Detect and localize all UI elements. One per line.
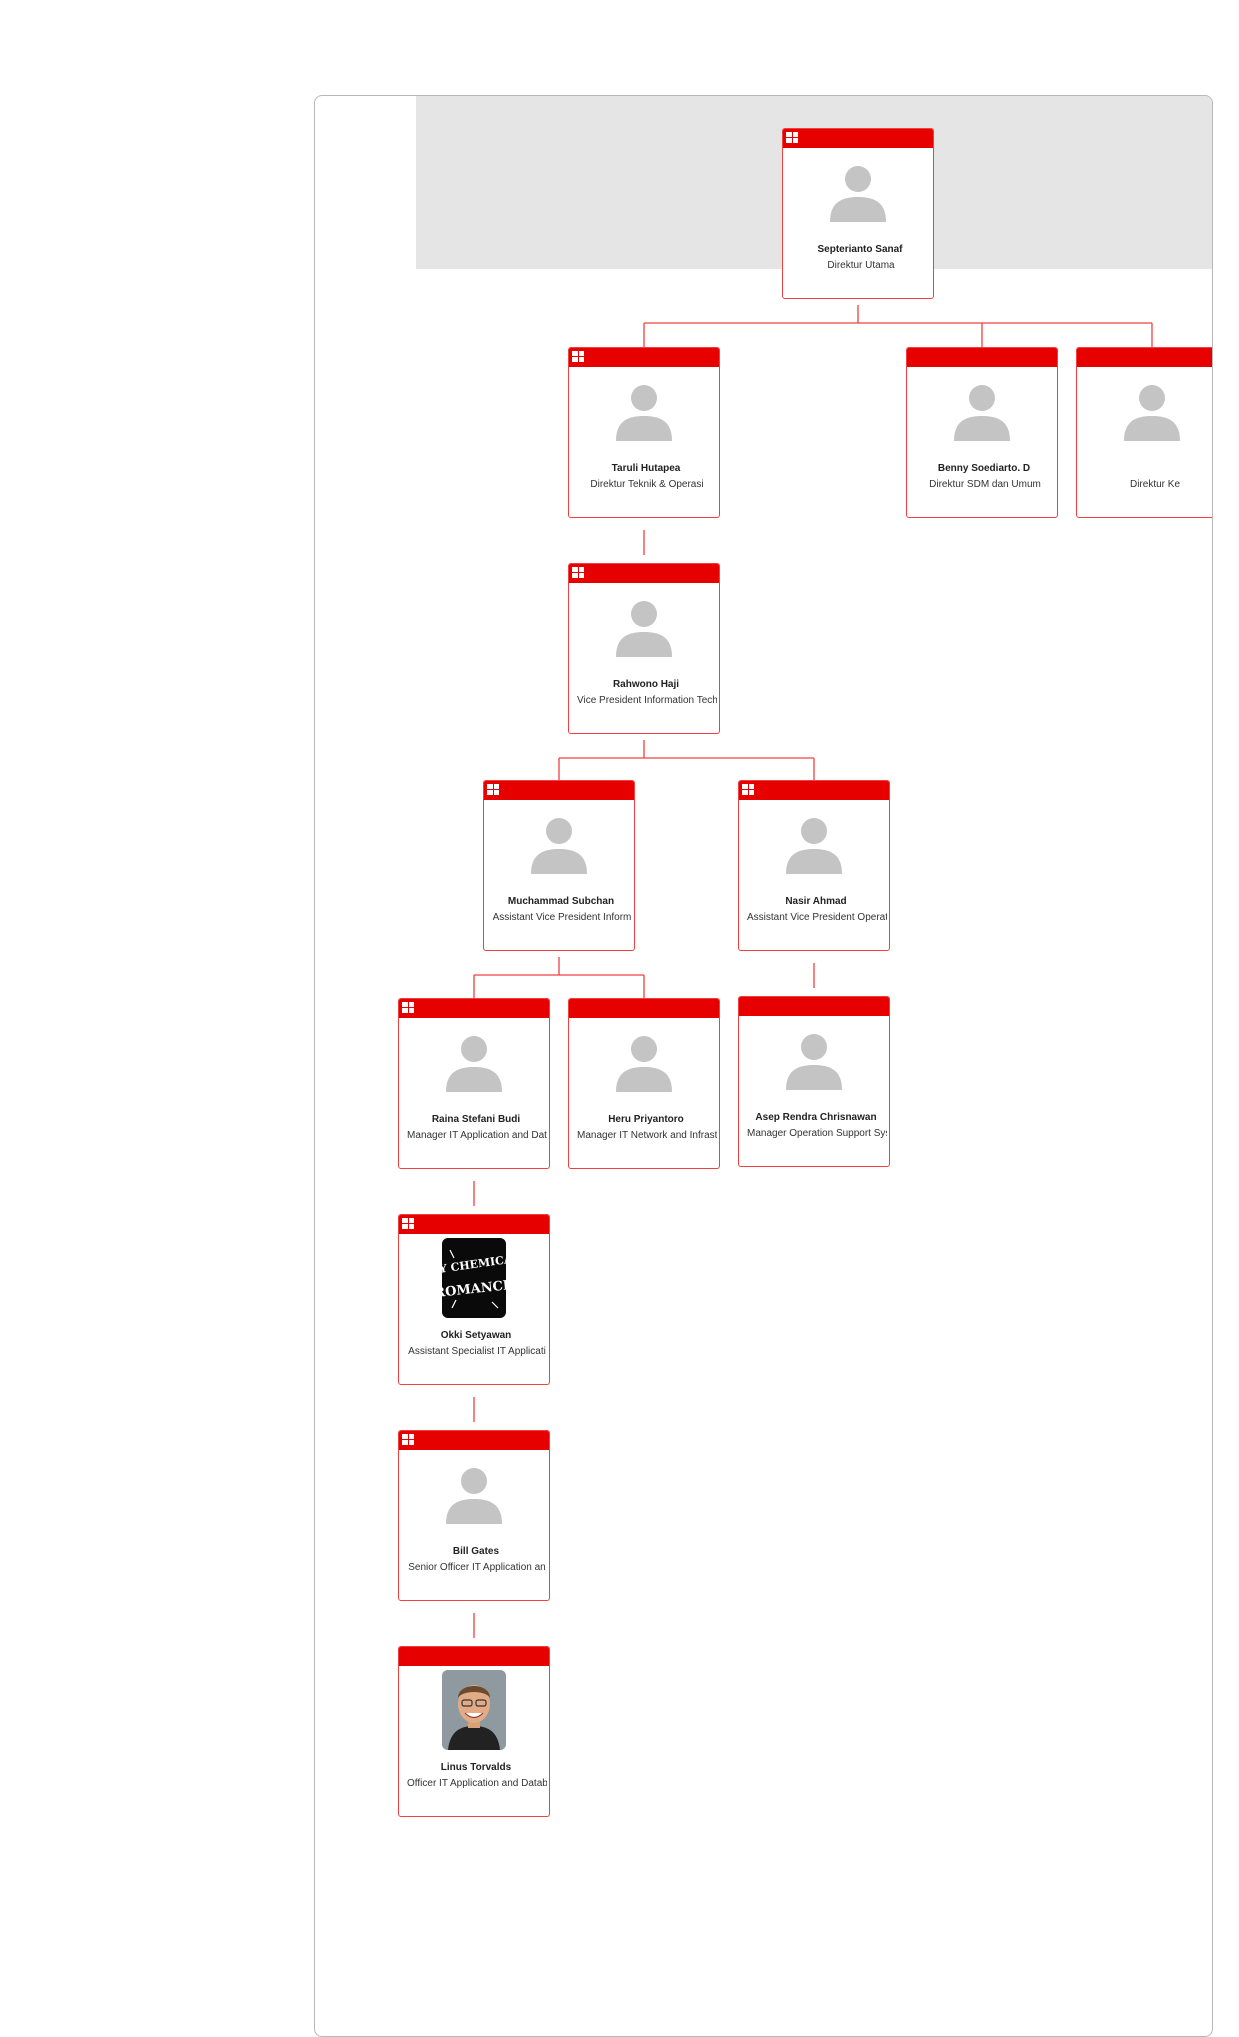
node-header-bar [399, 1647, 549, 1666]
org-node-direktur-ke[interactable]: Direktur Ke [1076, 347, 1212, 518]
connector-lines [473, 305, 1153, 1638]
node-name: Raina Stefani Budi [431, 1114, 521, 1125]
node-header-bar [399, 1215, 549, 1234]
expand-grid-icon[interactable] [402, 1002, 414, 1013]
node-title: Manager IT Network and Infrast [577, 1130, 717, 1141]
svg-text:ROMANCE: ROMANCE [442, 1278, 506, 1301]
node-header-bar [907, 348, 1057, 367]
node-title: Senior Officer IT Application an [408, 1562, 546, 1573]
expand-grid-icon[interactable] [572, 567, 584, 578]
node-header-bar [569, 348, 719, 367]
portrait-photo [442, 1670, 506, 1750]
node-title: Direktur SDM dan Umum [929, 479, 1041, 490]
node-name: Linus Torvalds [440, 1762, 512, 1773]
node-title: Assistant Vice President Inform [492, 912, 632, 923]
user-placeholder-icon [616, 385, 672, 441]
node-title: Assistant Specialist IT Applicati [408, 1346, 546, 1357]
node-name: Bill Gates [452, 1546, 500, 1557]
org-node-benny[interactable]: Benny Soediarto. D Direktur SDM dan Umum [906, 347, 1058, 518]
expand-grid-icon[interactable] [786, 132, 798, 143]
node-name: Asep Rendra Chrisnawan [755, 1112, 877, 1123]
node-header-bar [569, 564, 719, 583]
user-placeholder-icon [786, 1034, 842, 1090]
node-header-bar [569, 999, 719, 1018]
node-title: Manager Operation Support Sys [747, 1128, 887, 1139]
node-header-bar [399, 1431, 549, 1450]
band-logo-photo: MY CHEMICAL ROMANCE [442, 1238, 506, 1318]
expand-grid-icon[interactable] [572, 351, 584, 362]
node-header-bar [484, 781, 634, 800]
user-placeholder-icon [954, 385, 1010, 441]
node-header-bar [399, 999, 549, 1018]
node-name: Heru Priyantoro [608, 1114, 684, 1125]
node-title: Vice President Information Tech [577, 695, 717, 706]
node-header-bar [1077, 348, 1212, 367]
user-placeholder-icon [616, 601, 672, 657]
node-name: Taruli Hutapea [611, 463, 681, 474]
node-title: Direktur Teknik & Operasi [590, 479, 704, 490]
node-name: Rahwono Haji [612, 679, 680, 690]
node-title: Manager IT Application and Dat [407, 1130, 547, 1141]
node-name: Septerianto Sanaf [817, 244, 903, 255]
svg-text:MY CHEMICAL: MY CHEMICAL [442, 1252, 506, 1278]
user-placeholder-icon [446, 1468, 502, 1524]
expand-grid-icon[interactable] [487, 784, 499, 795]
node-name: Muchammad Subchan [507, 896, 615, 907]
node-title: Officer IT Application and Datab [407, 1778, 547, 1789]
node-name: Benny Soediarto. D [937, 463, 1031, 474]
user-placeholder-icon [531, 818, 587, 874]
user-placeholder-icon [786, 818, 842, 874]
node-title: Direktur Utama [827, 260, 895, 271]
node-name: Nasir Ahmad [785, 896, 847, 907]
user-placeholder-icon [1124, 385, 1180, 441]
node-header-bar [783, 129, 933, 148]
node-header-bar [739, 781, 889, 800]
user-placeholder-icon [616, 1036, 672, 1092]
expand-grid-icon[interactable] [402, 1218, 414, 1229]
node-name: Okki Setyawan [440, 1330, 512, 1341]
node-title: Direktur Ke [1129, 479, 1180, 490]
expand-grid-icon[interactable] [742, 784, 754, 795]
user-placeholder-icon [446, 1036, 502, 1092]
node-title: Assistant Vice President Operat [747, 912, 887, 923]
node-header-bar [739, 997, 889, 1016]
user-placeholder-icon [830, 166, 886, 222]
expand-grid-icon[interactable] [402, 1434, 414, 1445]
